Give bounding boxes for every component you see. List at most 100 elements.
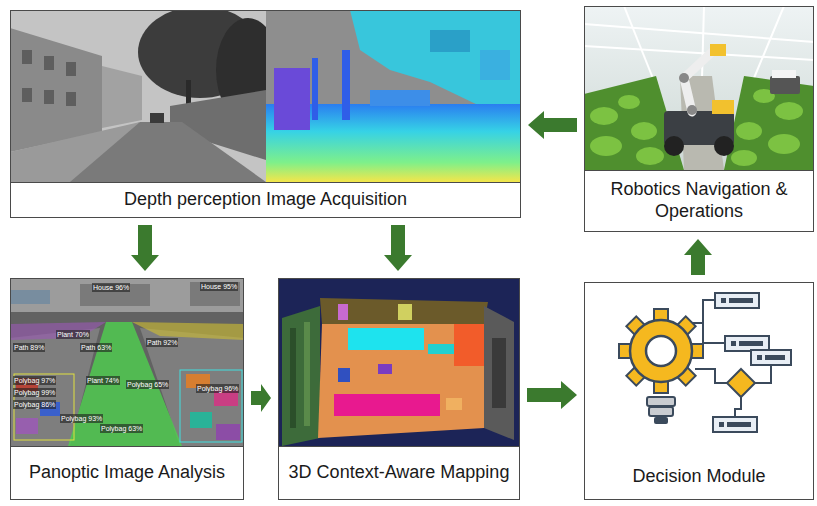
detection-label: Plant 74% (86, 376, 120, 385)
illustration-polygon (484, 306, 514, 440)
illustration-rect (765, 355, 785, 360)
image-frame (585, 7, 813, 170)
illustration-rect (370, 90, 430, 106)
illustration-line (584, 46, 814, 60)
illustration-line (624, 6, 654, 81)
illustration-polygon (68, 322, 182, 446)
map3d-image (278, 278, 520, 446)
illustration-rect (216, 424, 240, 440)
illustration-rect (712, 100, 734, 114)
illustration-g (619, 309, 703, 393)
robot-image (584, 6, 814, 170)
illustration-rect (649, 407, 673, 416)
illustration-rect (398, 304, 412, 320)
illustration-line (584, 24, 814, 42)
box-caption: Panoptic Image Analysis (29, 462, 225, 484)
illustration-rect (480, 50, 510, 80)
caption-area: Decision Module (585, 454, 813, 499)
image-frame (11, 279, 243, 446)
detection-label: Path 89% (13, 343, 45, 352)
box-caption: Depth perception Image Acquisition (124, 189, 407, 211)
illustration-rect (715, 293, 759, 308)
illustration-ellipse (768, 134, 800, 154)
illustration-rect (304, 322, 310, 426)
stage-box: Robotics Navigation & Operations (584, 6, 814, 232)
illustration-polyline (693, 300, 715, 323)
illustration-polyline (735, 397, 741, 417)
illustration-circle (679, 73, 689, 83)
illustration-rect (334, 394, 440, 416)
detection-label: Polybag 99% (13, 388, 56, 397)
detection-label: Polybag 63% (100, 424, 143, 433)
illustration-rect (190, 282, 240, 306)
caption-area: Depth perception Image Acquisition (11, 182, 520, 217)
flow-arrow (684, 239, 712, 275)
illustration-rect (751, 350, 791, 365)
illustration-rect (721, 298, 726, 303)
illustration-ellipse (636, 147, 664, 165)
illustration-rect (66, 62, 76, 76)
image-frame (11, 11, 520, 182)
illustration-rect (14, 374, 74, 440)
caption-area: Panoptic Image Analysis (11, 446, 243, 499)
illustration-polygon (350, 10, 521, 120)
stage-box: 3D Context-Aware Mapping (278, 278, 520, 500)
illustration-rect (710, 44, 726, 56)
illustration-circle (630, 320, 692, 382)
stage-box: Depth perception Image Acquisition (10, 10, 521, 218)
flow-arrow (528, 111, 577, 139)
illustration-rect (10, 278, 244, 446)
flow-arrow (527, 381, 577, 409)
detection-label: Plant 70% (56, 330, 90, 339)
illustration-rect (729, 298, 753, 303)
illustration-rect (584, 6, 814, 170)
illustration-rect (66, 92, 76, 106)
illustration-rect (290, 328, 296, 428)
detection-label: House 96% (92, 283, 130, 292)
illustration-ellipse (618, 95, 640, 109)
illustration-rect (338, 368, 350, 382)
flow-arrow (251, 384, 271, 412)
illustration-rect (10, 278, 244, 312)
illustration-rect (150, 113, 164, 123)
illustration-ellipse (775, 102, 803, 120)
illustration-polygon (320, 298, 488, 324)
illustration-rect (430, 30, 470, 52)
illustration-rect (725, 336, 769, 351)
illustration-rect (190, 412, 212, 428)
illustration-rect (727, 422, 751, 427)
illustration-rect (278, 278, 520, 446)
illustration-ellipse (631, 122, 657, 140)
illustration-polygon (10, 322, 106, 340)
image-frame (585, 283, 813, 454)
illustration-rect (44, 90, 54, 104)
illustration-rect (713, 417, 757, 432)
illustration-rect (739, 341, 763, 346)
illustration-line (702, 6, 704, 78)
illustration-rect (44, 56, 54, 70)
detection-label: Polybag 65% (126, 380, 169, 389)
flow-arrow (131, 225, 159, 271)
illustration-rect (757, 355, 762, 360)
image-frame (279, 279, 519, 446)
detection-label: Polybag 86% (13, 400, 56, 409)
illustration-line (754, 6, 784, 78)
decision-icon (585, 283, 813, 455)
illustration-polyline (755, 365, 771, 383)
illustration-rect (180, 370, 242, 442)
illustration-rect (446, 398, 462, 410)
illustration-rect (16, 418, 38, 434)
illustration-rect (312, 58, 318, 120)
illustration-ellipse (590, 107, 618, 125)
detection-label: Polybag 93% (60, 414, 103, 423)
illustration-ellipse (590, 136, 622, 156)
illustration-rect (731, 341, 736, 346)
illustration-polygon (102, 66, 142, 128)
illustration-rect (770, 76, 800, 94)
illustration-rect (274, 68, 310, 130)
illustration-circle (687, 105, 697, 115)
illustration-rect (80, 284, 150, 306)
illustration-polyline (703, 323, 725, 343)
